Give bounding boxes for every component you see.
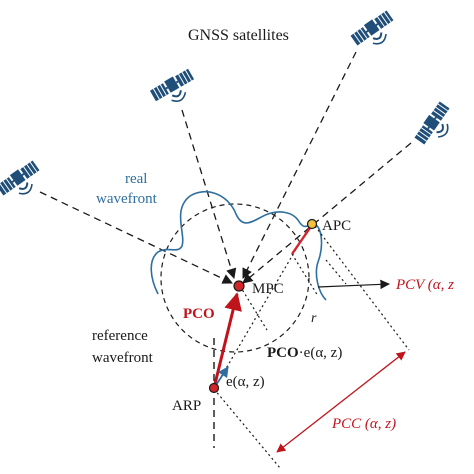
reference-wavefront-circle (160, 203, 310, 353)
reference-wavefront-label: reference (92, 328, 148, 344)
pco-vector (212, 292, 242, 389)
pcv-pointer-arrow (317, 279, 390, 290)
pcv-segment (291, 224, 313, 255)
e-vector-label: e(α, z) (226, 374, 265, 390)
real-wavefront-curve (150, 190, 327, 301)
real-wavefront-label: real (125, 171, 147, 187)
signal-ray (242, 51, 357, 279)
satellite-icon (0, 158, 48, 206)
pcv-label: PCV (α, z (395, 277, 454, 293)
real-wavefront-label: wavefront (96, 191, 158, 207)
satellite-icon (412, 99, 460, 153)
signal-rays (39, 51, 412, 284)
pcc-double-arrow (276, 351, 406, 453)
mpc-label: MPC (252, 281, 284, 297)
satellites-label: GNSS satellites (188, 27, 289, 44)
mpc-point (233, 280, 245, 292)
r-label: r (311, 311, 317, 326)
pcc-label: PCC (α, z) (331, 416, 396, 432)
unit-vector-e (215, 366, 229, 386)
apc-point (306, 218, 318, 230)
signal-ray (181, 109, 237, 279)
signal-ray (242, 142, 412, 284)
pco-e-label: PCO·e(α, z) (267, 345, 342, 361)
apc-label: APC (322, 218, 351, 234)
arp-point (208, 382, 220, 394)
satellite-icon (148, 66, 201, 113)
pco-label: PCO (183, 306, 215, 322)
reference-wavefront-label: wavefront (92, 350, 154, 366)
satellite-icon (348, 8, 402, 56)
arp-label: ARP (172, 398, 201, 414)
